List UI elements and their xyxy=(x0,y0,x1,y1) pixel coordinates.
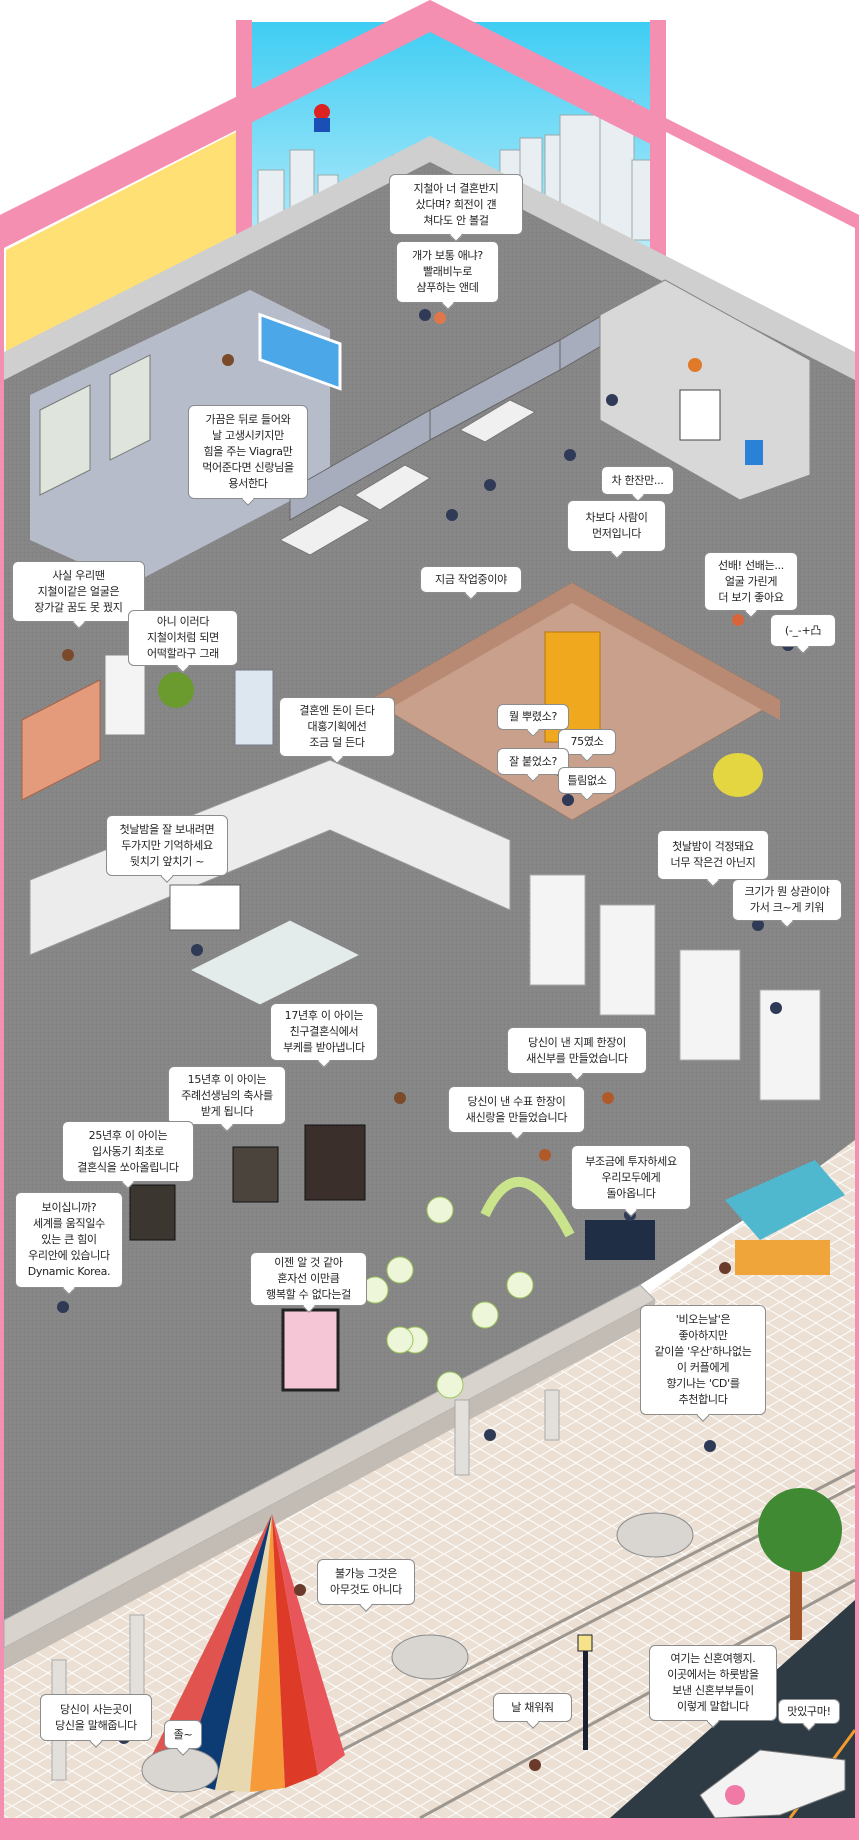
reception-desk xyxy=(585,1220,655,1260)
speech-bubble: 가끔은 뒤로 들어와 날 고생시키지만 힘을 주는 Viagra만 먹어준다면 … xyxy=(188,405,308,499)
couple-portrait xyxy=(281,1308,340,1392)
tree xyxy=(758,1488,842,1640)
desks xyxy=(278,399,537,556)
elevators xyxy=(529,874,821,1101)
speech-bubble: 당신이 낸 수표 한장이 새신랑을 만들었습니다 xyxy=(448,1086,585,1133)
speech-bubble: 결혼엔 돈이 든다 대홍기획에선 조금 덜 든다 xyxy=(279,697,395,757)
speech-bubble: 차 한잔만... xyxy=(601,466,674,495)
speech-bubble: 졸~ xyxy=(164,1720,202,1749)
whiteboard-calendar xyxy=(679,389,721,441)
speech-bubble: 부조금에 투자하세요 우리모두에게 돌아옵니다 xyxy=(571,1145,691,1210)
wedding-car xyxy=(699,1749,846,1819)
photo-frame xyxy=(304,1124,366,1201)
yellow-wall-panel xyxy=(6,132,236,355)
vending-machine xyxy=(104,654,146,736)
restroom-floor xyxy=(30,290,330,585)
speech-bubble: 지철아 너 결혼반지 샀다며? 희전이 걘 쳐다도 안 볼걸 xyxy=(389,174,523,235)
speech-bubble: 개가 보통 애냐? 빨래비누로 샴푸하는 앤데 xyxy=(396,241,499,303)
speech-bubble: 잘 붙었소? xyxy=(497,748,569,775)
speech-bubble: 25년후 이 아이는 입사동기 최초로 결혼식을 쏘아올립니다 xyxy=(62,1121,194,1182)
speech-bubble: 75였소 xyxy=(558,729,616,755)
whiteboard xyxy=(169,884,241,931)
speech-bubble: 여기는 신혼여행지. 이곳에서는 하룻밤을 보낸 신혼부부들이 이렇게 말합니다 xyxy=(649,1645,777,1721)
gold-bag xyxy=(713,753,763,797)
speech-bubble: 당신이 낸 지폐 한장이 새신부를 만들었습니다 xyxy=(507,1027,647,1074)
speech-bubble: 사실 우리땐 지철이같은 얼굴은 장가갈 꿈도 못 꿨지 xyxy=(12,561,145,622)
round-benches xyxy=(141,1512,694,1793)
plant xyxy=(158,672,194,708)
speech-bubble: 틀림없소 xyxy=(558,767,616,794)
speech-bubble: 뭘 뿌렸소? xyxy=(497,704,569,730)
speech-bubble: 이젠 알 것 같아 혼자선 이만큼 행복할 수 없다는걸 xyxy=(250,1252,367,1306)
photo-frame xyxy=(129,1184,176,1241)
speech-bubble: 맛있구마! xyxy=(778,1699,840,1724)
cone-sculpture xyxy=(147,1514,345,1792)
atm xyxy=(234,669,274,746)
speech-bubble: '비오는날'은 좋아하지만 같이쓸 '우산'하나없는 이 커플에게 향기나는 '… xyxy=(640,1305,766,1415)
flower-stands xyxy=(361,1196,534,1399)
food-cart xyxy=(725,1160,845,1275)
spiderman-icon xyxy=(314,104,330,132)
toilet-stalls xyxy=(39,354,151,496)
speech-bubble: 지금 작업중이야 xyxy=(420,566,522,593)
speech-bubble: 불가능 그것은 아무것도 아니다 xyxy=(317,1559,415,1605)
photo-frame xyxy=(232,1146,279,1203)
trash-bin xyxy=(745,440,763,465)
street-lamp xyxy=(577,1634,593,1750)
speech-bubble: 크기가 뭔 상관이야 가서 크~게 키워 xyxy=(732,879,842,921)
bookshelf xyxy=(21,679,101,801)
speech-bubble: 당신이 사는곳이 당신을 말해줍니다 xyxy=(40,1694,152,1741)
speech-bubble: 날 채워줘 xyxy=(493,1693,572,1722)
speech-bubble: 선배! 선배는... 얼굴 가린게 더 보기 좋아요 xyxy=(704,552,798,611)
speech-bubble: 첫날밤이 걱정돼요 너무 작은건 아닌지 xyxy=(657,830,769,880)
speech-bubble: 17년후 이 아이는 친구결혼식에서 부케를 받아냅니다 xyxy=(270,1003,378,1061)
speech-bubble: (-_-+凸 xyxy=(770,614,836,647)
speech-bubble: 보이십니까? 세계를 움직일수 있는 큰 힘이 우리안에 있습니다 Dynami… xyxy=(15,1192,123,1288)
speech-bubble: 차보다 사람이 먼저입니다 xyxy=(567,500,666,552)
meeting-table xyxy=(188,919,362,1006)
mirror xyxy=(258,312,342,391)
speech-bubble: 15년후 이 아이는 주례선생님의 축사를 받게 됩니다 xyxy=(168,1066,286,1125)
flower-arch xyxy=(480,1176,575,1238)
white-wall-panel xyxy=(666,132,855,338)
speech-bubble: 아니 이러다 지철이처럼 되면 어떡할라구 그래 xyxy=(128,610,238,666)
speech-bubble: 첫날밤을 잘 보내려면 두가지만 기억하세요 뒷치기 앞치기 ~ xyxy=(106,815,228,876)
meeting-room-walls xyxy=(29,759,511,956)
